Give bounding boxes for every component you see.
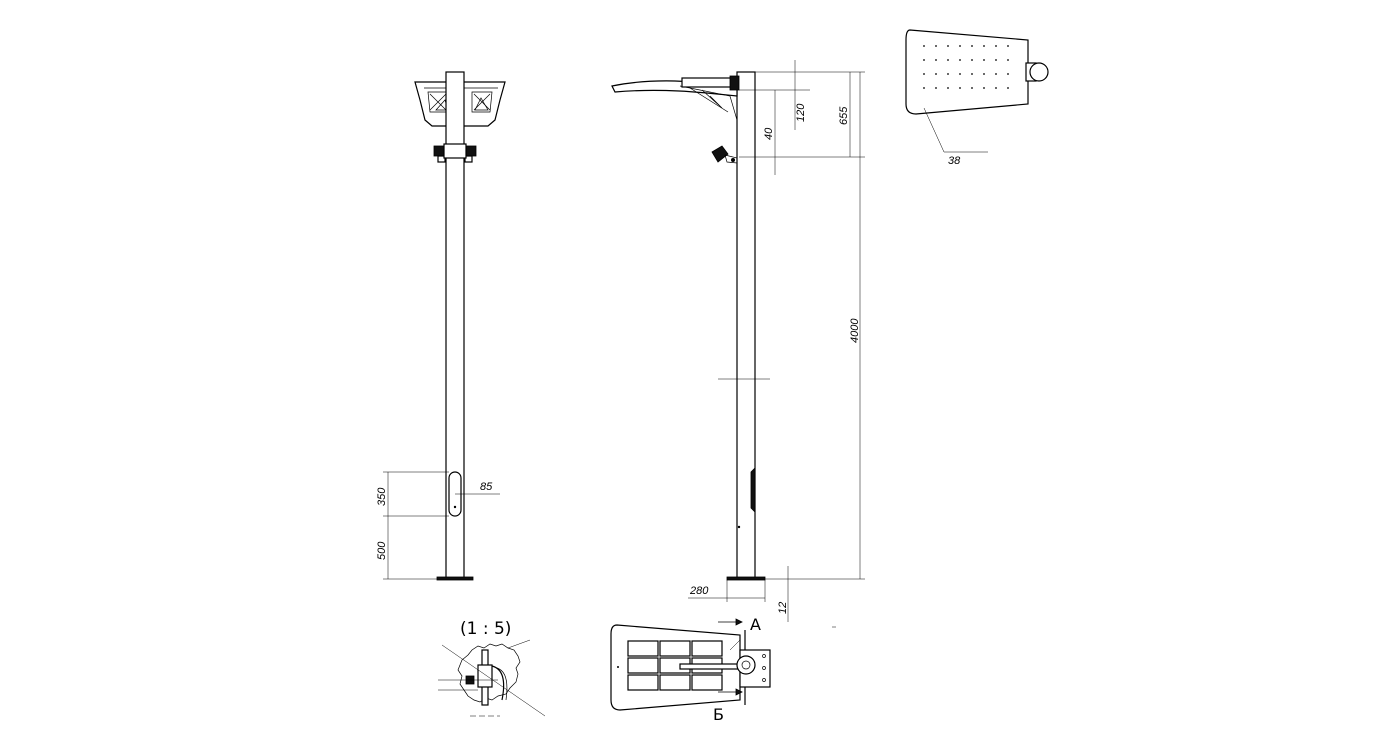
plan-dot (971, 59, 973, 61)
plan-dot (947, 45, 949, 47)
solar-cell (691, 640, 723, 657)
dim-40: 40 (763, 127, 775, 140)
plan-dot (935, 59, 937, 61)
solar-cell (627, 640, 659, 657)
plan-dot (959, 87, 961, 89)
plan-dot (1007, 45, 1009, 47)
side-view: 120 655 40 4000 280 12 (611, 60, 865, 622)
scale-label: (1 : 5) (460, 619, 511, 639)
plan-dot (959, 59, 961, 61)
plan-dot (971, 45, 973, 47)
dim-120: 120 (795, 103, 807, 122)
plan-pole-circle (1029, 62, 1049, 82)
dim-500: 500 (376, 541, 388, 560)
plan-dot (923, 45, 925, 47)
solar-panel-view: А Б (610, 615, 836, 724)
dim-655: 655 (838, 106, 850, 125)
dim-350: 350 (376, 487, 388, 506)
plan-dot (983, 73, 985, 75)
plan-dot (983, 45, 985, 47)
front-base-plate (436, 576, 474, 581)
solar-cell (659, 640, 691, 657)
plan-dot (923, 87, 925, 89)
plan-dot (995, 73, 997, 75)
side-camera (711, 145, 729, 163)
plan-dot (947, 87, 949, 89)
plan-dot (971, 73, 973, 75)
plan-dot (923, 59, 925, 61)
dim-4000: 4000 (849, 318, 861, 343)
dim-12: 12 (777, 602, 789, 614)
solar-cell (659, 674, 691, 691)
solar-cell (627, 674, 659, 691)
plan-dot (935, 45, 937, 47)
plan-dot (935, 87, 937, 89)
plan-dot (923, 73, 925, 75)
plan-dot (959, 73, 961, 75)
plan-dot (971, 87, 973, 89)
solar-cell (691, 674, 723, 691)
detail-view: (1 : 5) (438, 619, 546, 717)
top-plan-view: 38 (905, 29, 1049, 167)
plan-dot-grid (923, 45, 1009, 89)
solar-cell (627, 657, 659, 674)
plan-dot (947, 73, 949, 75)
side-base-plate (726, 576, 766, 581)
plan-dot (935, 73, 937, 75)
plan-dot (1007, 87, 1009, 89)
dim-280: 280 (689, 585, 709, 597)
plan-dot (959, 45, 961, 47)
section-b-label: Б (713, 705, 724, 724)
plan-dot (983, 59, 985, 61)
plan-dot (947, 59, 949, 61)
plan-dot (1007, 59, 1009, 61)
detail-break-outline (457, 643, 521, 703)
dim-85: 85 (480, 481, 493, 493)
plan-dot (1007, 73, 1009, 75)
plan-panel-outline (905, 29, 1029, 115)
front-view: 350 85 500 (376, 71, 506, 581)
section-a-label: А (750, 615, 761, 634)
plan-dot (995, 45, 997, 47)
plan-dot (995, 87, 997, 89)
plan-dot (983, 87, 985, 89)
plan-dot (995, 59, 997, 61)
dim-38: 38 (948, 155, 961, 167)
